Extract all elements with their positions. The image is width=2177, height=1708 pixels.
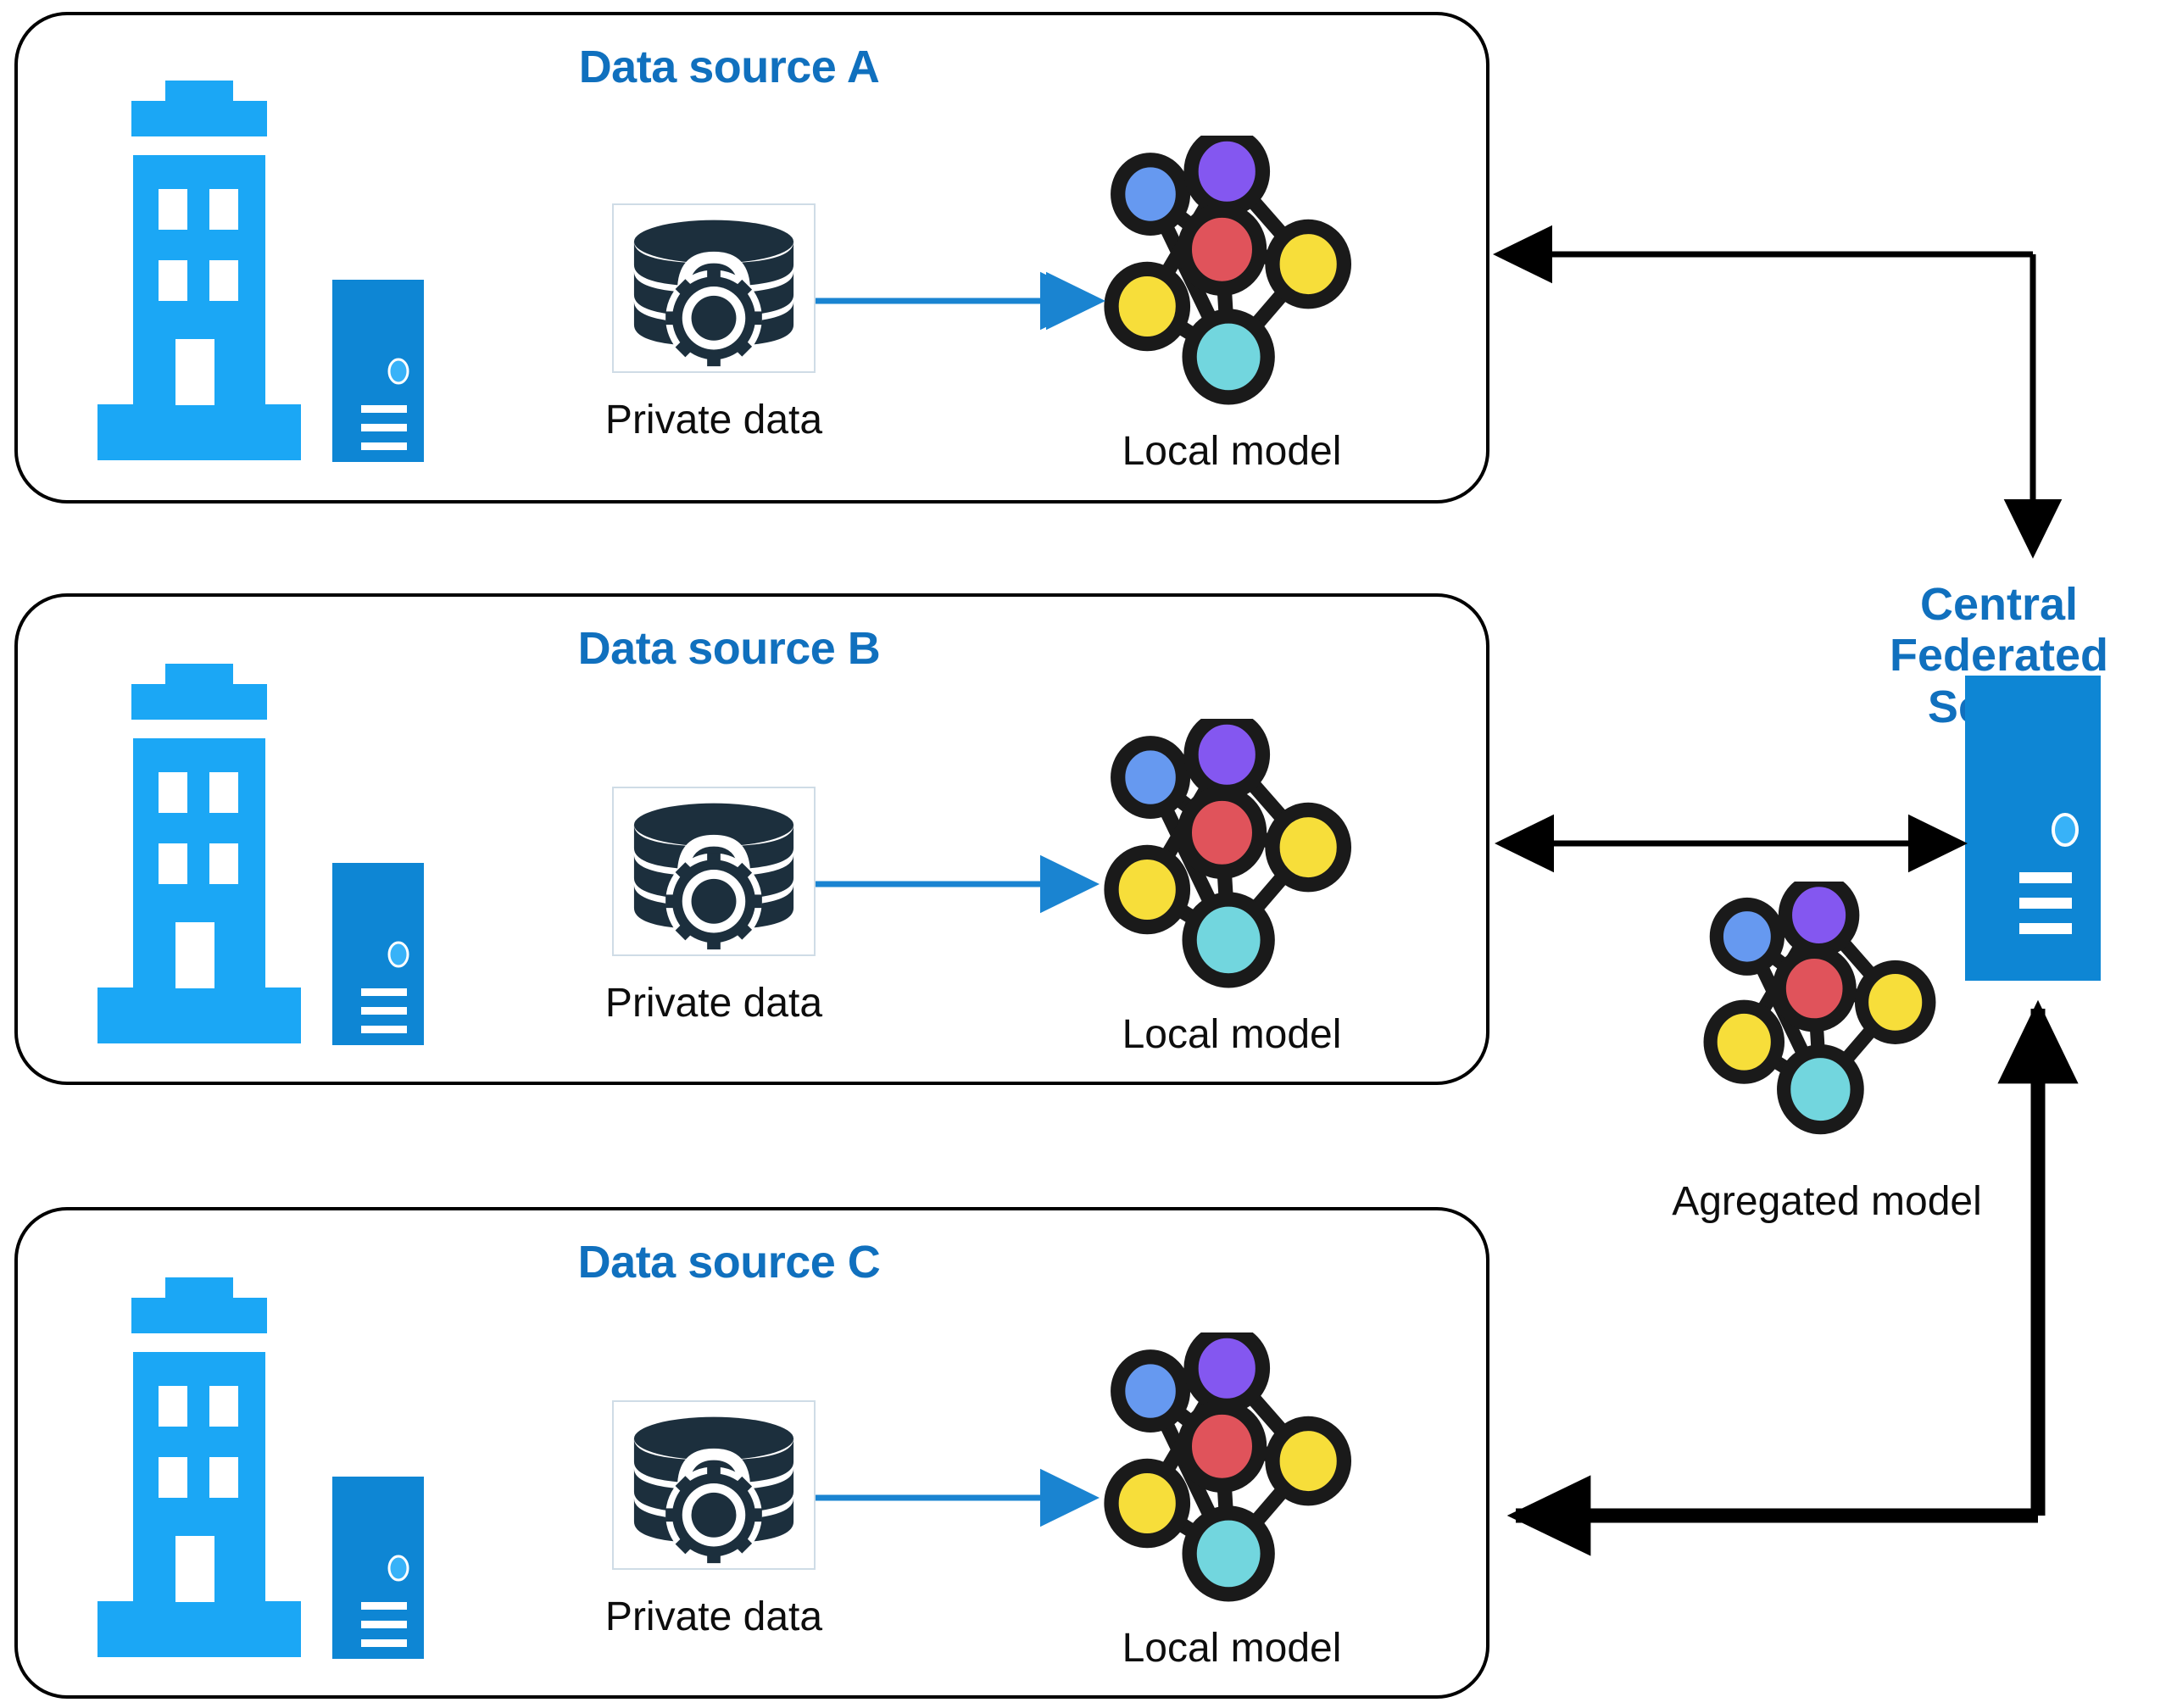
- nn-node-n-cyan: [1182, 309, 1275, 405]
- nn-node-n-red: [1177, 1399, 1267, 1493]
- nn-node-n-yellow-left: [1104, 261, 1191, 352]
- office-building-icon: [81, 1277, 318, 1659]
- panel-title-a: Data source A: [578, 42, 880, 92]
- neural-network-icon: [1104, 136, 1352, 405]
- office-building-icon: [81, 664, 318, 1045]
- aggregated-model-icon: [1696, 882, 1951, 1144]
- nn-node-n-blue: [1111, 153, 1191, 236]
- server-rack-icon[interactable]: [1965, 676, 2101, 981]
- private-data-icon-box-c: [612, 1400, 816, 1570]
- nn-node-n-red: [1177, 203, 1267, 296]
- nn-node-n-blue: [1111, 736, 1191, 819]
- nn-node-n-yellow-right: [1265, 1416, 1352, 1506]
- office-building-icon: [81, 81, 318, 462]
- local-model-icon-a: [1096, 136, 1367, 415]
- nn-node-n-cyan: [1182, 1505, 1275, 1602]
- nn-node-n-cyan: [1182, 892, 1275, 988]
- nn-node-n-yellow-left: [1703, 999, 1785, 1084]
- private-data-label-a: Private data: [604, 398, 823, 442]
- nn-node-n-yellow-left: [1104, 844, 1191, 935]
- nn-node-n-yellow-right: [1854, 960, 1936, 1044]
- nn-node-n-purple: [1183, 1332, 1271, 1413]
- server-tower-icon: [332, 280, 424, 462]
- private-data-icon-box-a: [612, 203, 816, 373]
- nn-node-n-purple: [1778, 882, 1860, 958]
- nn-node-n-yellow-right: [1265, 219, 1352, 309]
- server-tower-icon: [332, 1477, 424, 1659]
- neural-network-icon: [1104, 1332, 1352, 1602]
- local-model-icon-c: [1096, 1332, 1367, 1612]
- nn-node-n-blue: [1709, 897, 1785, 976]
- nn-node-n-red: [1772, 944, 1857, 1032]
- nn-node-n-purple: [1183, 136, 1271, 216]
- nn-node-n-purple: [1183, 719, 1271, 799]
- private-data-label-b: Private data: [604, 981, 823, 1026]
- local-model-label-b: Local model: [1122, 1012, 1342, 1057]
- panel-title-c: Data source C: [577, 1237, 881, 1288]
- private-data-icon-box-b: [612, 787, 816, 956]
- private-data-label-c: Private data: [604, 1594, 823, 1639]
- connector-server-to-a: [1493, 225, 2063, 559]
- local-model-label-c: Local model: [1122, 1626, 1342, 1671]
- nn-node-n-blue: [1111, 1349, 1191, 1433]
- nn-node-n-red: [1177, 786, 1267, 879]
- nn-node-n-yellow-left: [1104, 1458, 1191, 1549]
- neural-network-icon: [1703, 882, 1936, 1135]
- local-model-label-a: Local model: [1122, 429, 1342, 474]
- central-server-title-line1: Central Federated: [1889, 579, 2109, 682]
- nn-node-n-cyan: [1777, 1043, 1864, 1135]
- neural-network-icon: [1104, 719, 1352, 988]
- nn-node-n-yellow-right: [1265, 802, 1352, 893]
- panel-title-b: Data source B: [577, 623, 881, 674]
- server-tower-icon: [332, 863, 424, 1045]
- aggregated-model-label: Agregated model: [1672, 1179, 1982, 1224]
- local-model-icon-b: [1096, 719, 1367, 999]
